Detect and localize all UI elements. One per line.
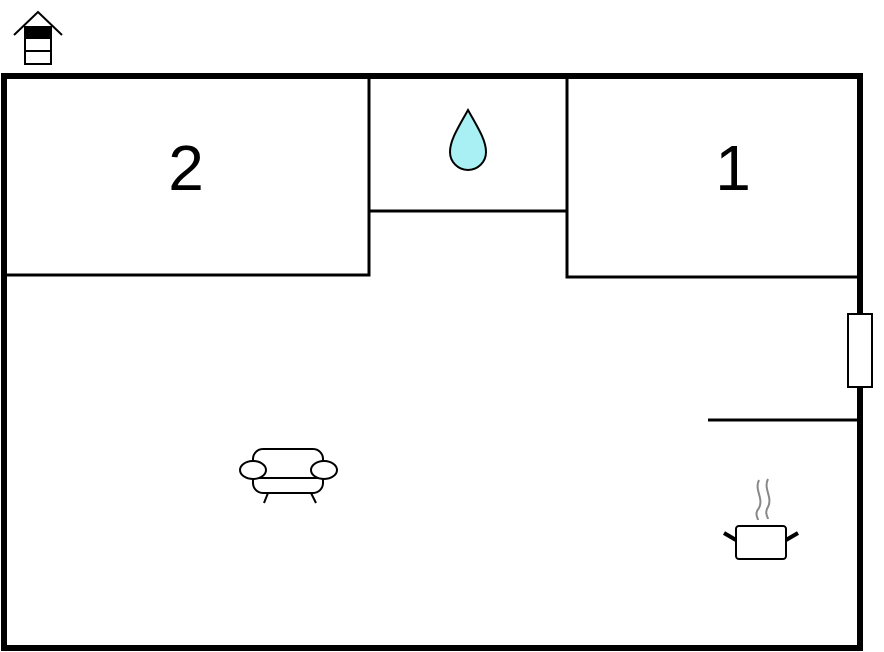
bathroom-water-drop-icon bbox=[448, 107, 488, 171]
interior-walls bbox=[4, 76, 860, 422]
window-icon bbox=[847, 313, 873, 388]
living-room-sofa-icon bbox=[239, 448, 338, 504]
room-1-label: 1 bbox=[715, 132, 751, 204]
kitchen-cooking-pot-icon bbox=[722, 478, 800, 560]
room-2-label: 2 bbox=[168, 132, 204, 204]
floor-level-icon bbox=[13, 10, 63, 65]
